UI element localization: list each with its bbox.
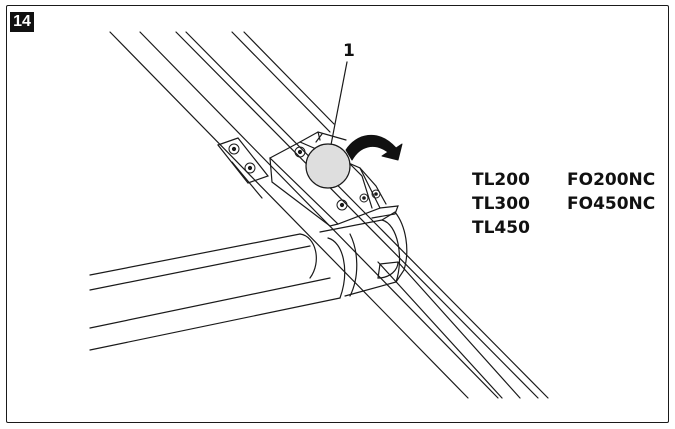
rotation-arrow-icon <box>345 134 403 161</box>
step-number-badge: 14 <box>10 12 34 32</box>
screws <box>228 143 381 211</box>
model-label: TL300 <box>472 194 530 214</box>
model-label: FO450NC <box>567 194 656 214</box>
model-list-right: FO200NC FO450NC <box>567 168 655 216</box>
model-label: TL450 <box>472 218 530 238</box>
model-list-left: TL200 TL300 TL450 <box>472 168 530 240</box>
model-label: FO200NC <box>567 170 656 190</box>
diagonal-rail <box>109 31 549 399</box>
release-knob <box>305 143 351 189</box>
model-label: TL200 <box>472 170 530 190</box>
crossbar-tube <box>89 211 408 351</box>
left-hinge-plate <box>217 137 269 199</box>
callout-leader-line <box>329 61 348 151</box>
hinge-housing <box>268 131 399 227</box>
callout-number-label: 1 <box>343 41 355 61</box>
figure-frame <box>6 5 669 423</box>
